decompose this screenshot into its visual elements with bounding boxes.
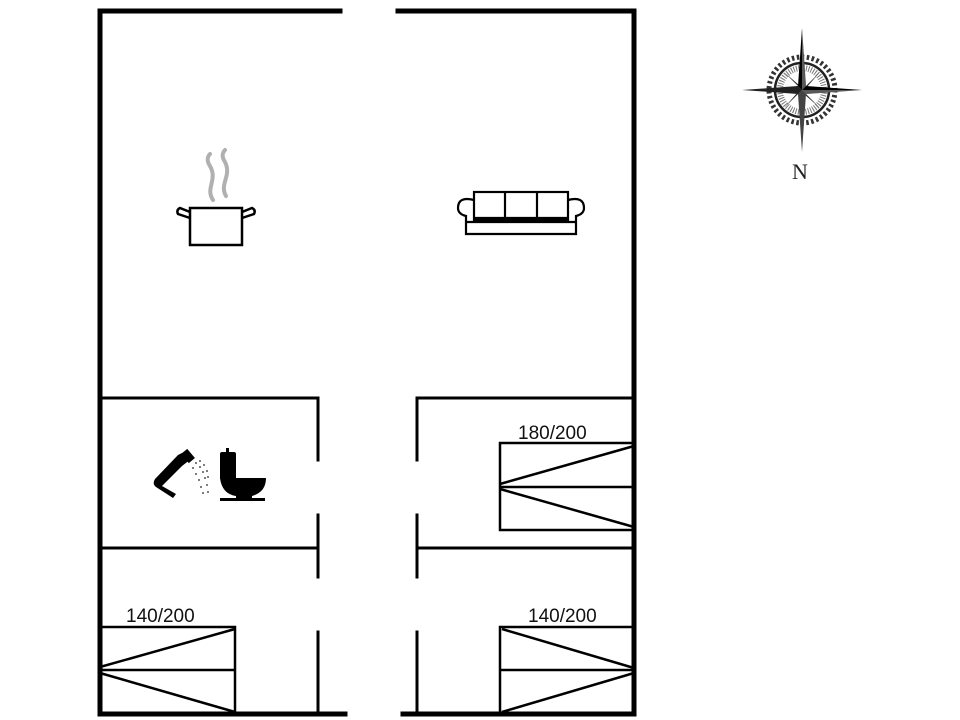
bed-140-200-left (98, 625, 237, 716)
bed-size-label: 140/200 (528, 606, 597, 627)
sofa-icon (456, 190, 586, 236)
bed-size-label: 180/200 (518, 423, 587, 444)
toilet-icon (220, 448, 266, 501)
bed-180-200 (498, 441, 636, 532)
interior-walls (98, 396, 636, 716)
bed-140-200-right (498, 625, 636, 716)
bed-size-label: 140/200 (126, 606, 195, 627)
cooking-pot-icon (176, 148, 256, 247)
compass-rose-icon (742, 28, 862, 152)
shower-icon (153, 448, 209, 498)
north-label: N (792, 159, 808, 184)
